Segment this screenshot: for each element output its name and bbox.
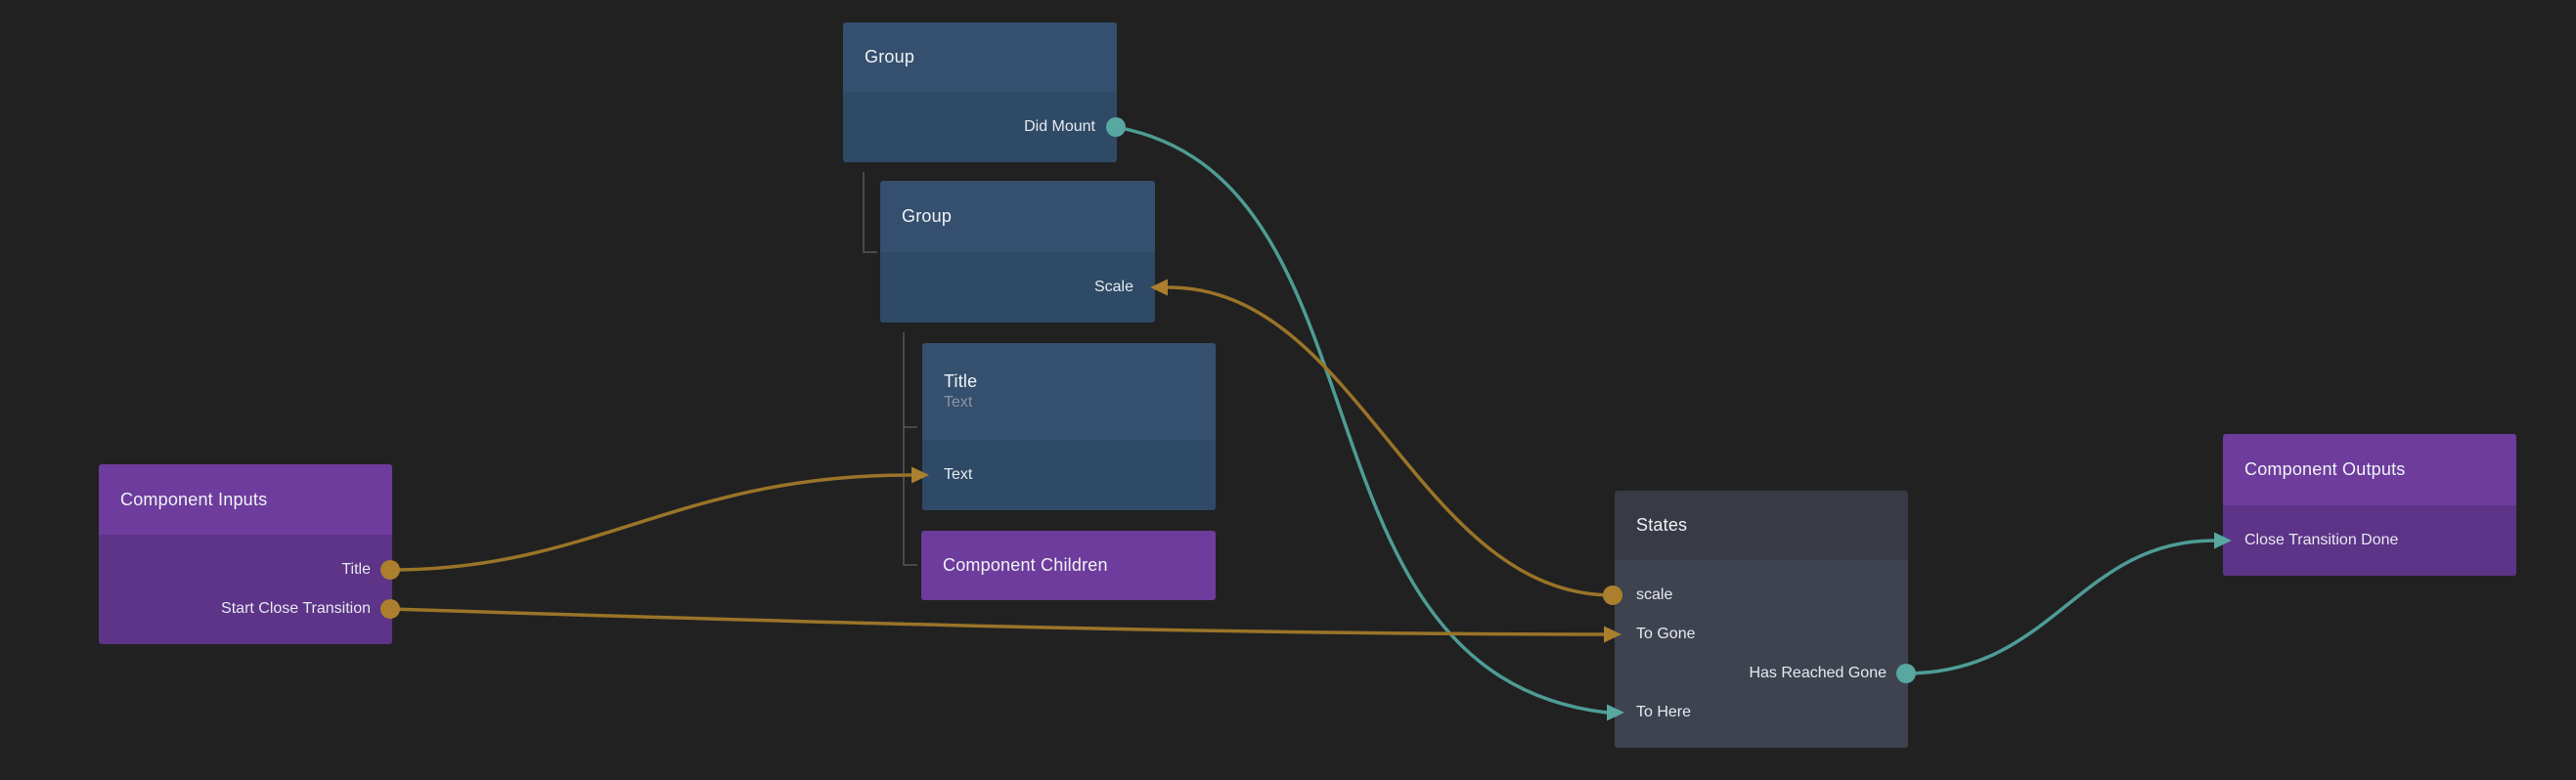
node-component-inputs[interactable]: Component Inputs Title Start Close Trans… — [99, 464, 392, 644]
row-label: Close Transition Done — [2244, 532, 2399, 548]
row-close-transition-done: Close Transition Done — [2223, 521, 2516, 560]
wire-has-reached-gone-close-transition-done[interactable] — [1904, 539, 2216, 675]
node-subtitle: Text — [944, 394, 973, 411]
row-scale: Scale — [880, 268, 1155, 307]
node-states-header: States — [1615, 491, 1908, 560]
row-start-close-transition: Start Close Transition — [99, 589, 392, 628]
node-title: Component Inputs — [120, 489, 268, 509]
port-title-output[interactable] — [380, 560, 400, 580]
node-group-2-body: Scale — [880, 252, 1155, 323]
node-states-body: scale To Gone Has Reached Gone To Here — [1615, 560, 1908, 748]
row-label: Title — [341, 561, 371, 578]
node-component-outputs-header: Component Outputs — [2223, 434, 2516, 505]
port-has-reached-gone-output[interactable] — [1896, 664, 1916, 683]
node-group-2[interactable]: Group Scale — [880, 181, 1155, 323]
node-title-text[interactable]: Title Text Text — [922, 343, 1216, 510]
tree-link-group2-children — [903, 332, 917, 566]
node-title: Component Outputs — [2244, 459, 2406, 479]
row-label: Has Reached Gone — [1749, 665, 1887, 681]
node-title: Component Children — [943, 555, 1108, 575]
tree-link-group1-group2 — [863, 172, 877, 253]
node-group-1-header: Group — [843, 22, 1117, 92]
row-label: Text — [944, 466, 973, 483]
node-component-inputs-body: Title Start Close Transition — [99, 535, 392, 644]
port-to-here-input[interactable] — [1607, 704, 1624, 721]
node-component-outputs[interactable]: Component Outputs Close Transition Done — [2223, 434, 2516, 576]
node-component-children-header: Component Children — [921, 531, 1216, 600]
node-title: States — [1636, 515, 1688, 535]
port-did-mount-output[interactable] — [1106, 117, 1126, 137]
row-label: To Here — [1636, 704, 1692, 720]
row-to-gone: To Gone — [1615, 615, 1908, 654]
node-component-outputs-body: Close Transition Done — [2223, 505, 2516, 576]
port-start-close-transition-output[interactable] — [380, 599, 400, 619]
node-component-children[interactable]: Component Children — [921, 531, 1216, 600]
port-states-scale-output[interactable] — [1603, 585, 1622, 605]
port-group-scale-input[interactable] — [1150, 279, 1168, 296]
node-title: Title — [944, 371, 978, 391]
node-title-text-header: Title Text — [922, 343, 1216, 440]
node-title-text-body: Text — [922, 440, 1216, 510]
node-title: Group — [902, 206, 953, 226]
row-label: scale — [1636, 586, 1673, 603]
node-states[interactable]: States scale To Gone Has Reached Gone To… — [1615, 491, 1908, 748]
node-title: Group — [865, 47, 915, 66]
wire-start-close-transition-to-gone[interactable] — [388, 607, 1605, 636]
wire-did-mount-to-here[interactable] — [1114, 125, 1609, 715]
row-scale: scale — [1615, 576, 1908, 615]
row-to-here: To Here — [1615, 693, 1908, 732]
node-group-1[interactable]: Group Did Mount — [843, 22, 1117, 162]
port-close-transition-done-input[interactable] — [2214, 532, 2232, 549]
node-group-1-body: Did Mount — [843, 92, 1117, 162]
row-label: Scale — [1093, 279, 1133, 295]
row-did-mount: Did Mount — [843, 108, 1117, 147]
port-text-input[interactable] — [911, 466, 929, 484]
row-label: Did Mount — [1024, 118, 1095, 135]
row-has-reached-gone: Has Reached Gone — [1615, 654, 1908, 693]
node-component-inputs-header: Component Inputs — [99, 464, 392, 535]
node-group-2-header: Group — [880, 181, 1155, 252]
row-label: Start Close Transition — [221, 600, 371, 617]
wire-scale-scale[interactable] — [1167, 285, 1615, 597]
row-text: Text — [922, 455, 1216, 495]
wire-title-text[interactable] — [388, 473, 912, 572]
row-label: To Gone — [1636, 626, 1696, 642]
row-title: Title — [99, 550, 392, 589]
port-to-gone-input[interactable] — [1604, 626, 1621, 643]
